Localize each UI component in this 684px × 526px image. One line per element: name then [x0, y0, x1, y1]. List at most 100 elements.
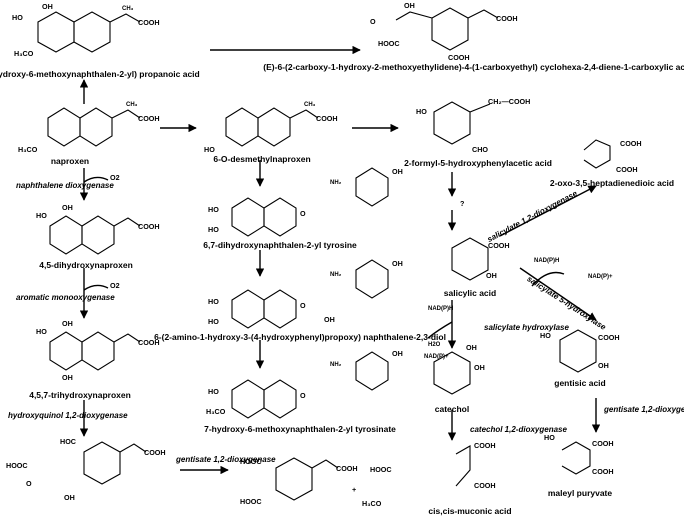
- label-maleyl: maleyl puryvate: [548, 488, 613, 498]
- label-diol: 6-(2-amino-1-hydroxy-3-(4-hydroxyphenyl)…: [154, 332, 446, 342]
- svg-text:COOH: COOH: [138, 338, 160, 347]
- svg-text:HOOC: HOOC: [370, 465, 392, 474]
- cofactor-nadp-1: NAD(P)+: [424, 354, 449, 360]
- svg-text:CH₃: CH₃: [304, 102, 316, 108]
- cofactor-nadp-2: NAD(P)+: [588, 274, 613, 280]
- enzyme-naphthalene: naphthalene dioxygenase: [16, 181, 114, 190]
- label-naproxen: naproxen: [51, 156, 89, 166]
- svg-text:OH: OH: [474, 363, 485, 372]
- label-top-right: (E)-6-(2-carboxy-1-hydroxy-2-methoxyethy…: [263, 62, 684, 72]
- cofactor-nadph-2: NAD(P)H: [534, 258, 559, 264]
- svg-text:HO: HO: [208, 297, 219, 306]
- svg-text:HOOC: HOOC: [240, 497, 262, 506]
- enzyme-gentisate-mid: gentisate 1,2-dioxygenase: [175, 455, 276, 464]
- label-oxo: 2-oxo-3,5-heptadienedioic acid: [550, 178, 674, 188]
- svg-text:OH: OH: [598, 361, 609, 370]
- svg-text:COOH: COOH: [138, 18, 160, 27]
- structure-tyrosine-1: HO HO O NH₂ OH: [208, 167, 403, 237]
- structure-trihydroxynaproxen: COOH HO OH OH: [36, 319, 160, 382]
- svg-text:HO: HO: [208, 225, 219, 234]
- svg-text:OH: OH: [62, 373, 73, 382]
- question-mark: ?: [460, 199, 464, 208]
- svg-text:COOH: COOH: [316, 114, 338, 123]
- label-tyrosinate: 7-hydroxy-6-methoxynaphthalen-2-yl tyros…: [204, 424, 396, 434]
- svg-text:OH: OH: [392, 349, 403, 358]
- svg-text:CH₂—COOH: CH₂—COOH: [488, 97, 530, 106]
- svg-text:HOOC: HOOC: [378, 39, 400, 48]
- structure-catechol: OH OH: [433, 343, 485, 395]
- svg-text:OH: OH: [392, 167, 403, 176]
- structure-tyrosine-3: HO H₃CO O NH₂ OH: [206, 349, 403, 419]
- plus-sign: +: [352, 485, 356, 494]
- arrows: [79, 45, 601, 475]
- enzyme-catechol12: catechol 1,2-dioxygenase: [470, 425, 567, 434]
- svg-text:CHO: CHO: [472, 145, 488, 154]
- svg-text:CH₃: CH₃: [126, 102, 138, 108]
- svg-text:HO: HO: [208, 387, 219, 396]
- label-formyl: 2-formyl-5-hydroxyphenylacetic acid: [404, 158, 552, 168]
- label-trihydroxy: 4,5,7-trihydroxynaproxen: [29, 390, 131, 400]
- svg-text:OH: OH: [466, 343, 477, 352]
- cofactor-o2-1: O2: [110, 173, 120, 182]
- svg-text:OH: OH: [62, 203, 73, 212]
- svg-text:COOH: COOH: [488, 241, 510, 250]
- label-desmethyl: 6-O-desmethylnaproxen: [213, 154, 310, 164]
- svg-text:OH: OH: [64, 493, 75, 502]
- label-salicylic: salicylic acid: [444, 288, 496, 298]
- svg-text:COOH: COOH: [592, 439, 614, 448]
- enzyme-salicylate-hyd: salicylate hydroxylase: [484, 323, 569, 332]
- cofactor-nadph-1: NAD(P)H: [428, 306, 453, 312]
- svg-text:HOOC: HOOC: [240, 457, 262, 466]
- svg-text:H₃CO: H₃CO: [18, 145, 38, 154]
- enzyme-salicylate12: salicylate 1,2-dioxygenase: [486, 189, 579, 244]
- svg-text:OH: OH: [62, 319, 73, 328]
- svg-text:OH: OH: [42, 2, 53, 11]
- svg-text:COOH: COOH: [138, 114, 160, 123]
- svg-text:O: O: [300, 391, 306, 400]
- label-dihydroxy45: 4,5-dihydroxynaproxen: [39, 260, 133, 270]
- structure-muconic: COOH COOH: [455, 441, 496, 490]
- svg-text:HO: HO: [544, 433, 555, 442]
- cofactor-o2-2: O2: [110, 281, 120, 290]
- svg-text:COOH: COOH: [598, 333, 620, 342]
- svg-text:O: O: [300, 209, 306, 218]
- svg-text:HOOC: HOOC: [6, 461, 28, 470]
- enzyme-hydroxyquinol: hydroxyquinol 1,2-dioxygenase: [8, 411, 128, 420]
- label-tyrosine: 6,7-dihydroxynaphthalen-2-yl tyrosine: [203, 240, 357, 250]
- svg-text:NH₂: NH₂: [330, 272, 342, 278]
- svg-text:H₃CO: H₃CO: [14, 49, 34, 58]
- svg-text:COOH: COOH: [474, 441, 496, 450]
- svg-text:O: O: [370, 17, 376, 26]
- label-top-left: 2-(7,8-dihydroxy-6-methoxynaphthalen-2-y…: [0, 69, 200, 79]
- svg-text:NH₂: NH₂: [330, 180, 342, 186]
- svg-text:COOH: COOH: [620, 139, 642, 148]
- svg-text:NH₂: NH₂: [330, 362, 342, 368]
- svg-text:OH: OH: [392, 259, 403, 268]
- svg-text:HO: HO: [208, 317, 219, 326]
- enzyme-gentisate-right: gentisate 1,2-dioxygenase: [603, 405, 684, 414]
- svg-text:HO: HO: [36, 327, 47, 336]
- svg-text:H₃CO: H₃CO: [206, 407, 226, 416]
- label-gentisic: gentisic acid: [554, 378, 606, 388]
- svg-text:OH: OH: [324, 315, 335, 324]
- svg-text:HO: HO: [36, 211, 47, 220]
- structure-dihydroxynaproxen: COOH HO OH: [36, 203, 160, 255]
- svg-text:CH₃: CH₃: [122, 6, 134, 12]
- svg-text:HO: HO: [208, 205, 219, 214]
- svg-text:COOH: COOH: [616, 165, 638, 174]
- svg-text:HO: HO: [204, 145, 215, 154]
- svg-text:O: O: [300, 301, 306, 310]
- label-muconic: cis,cis-muconic acid: [428, 506, 511, 516]
- svg-text:COOH: COOH: [474, 481, 496, 490]
- svg-text:COOH: COOH: [138, 222, 160, 231]
- structure-heptadienedioic: COOH COOH: [583, 139, 642, 174]
